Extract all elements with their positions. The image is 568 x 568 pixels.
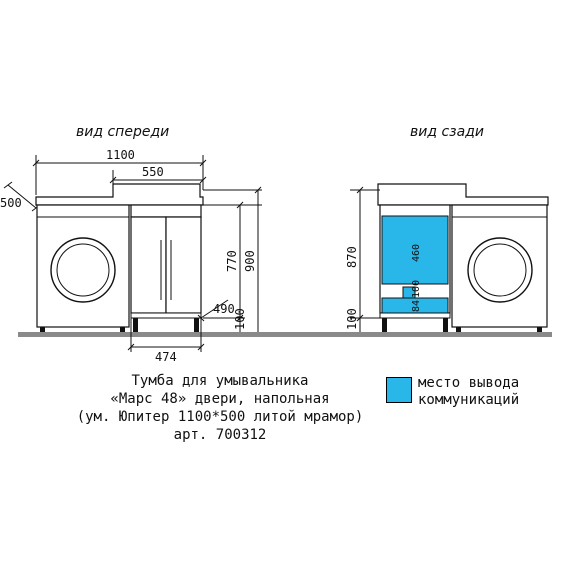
dim-550-label: 550 (142, 165, 164, 179)
front-cabinet-door-right (165, 216, 202, 314)
front-cabinet-top (130, 204, 202, 218)
dim-100-small-label: 100 (411, 280, 422, 298)
front-washer-glass (56, 243, 110, 297)
dim-474-label: 474 (155, 350, 177, 364)
caption-line-2: «Марс 48» двери, напольная (110, 391, 330, 407)
back-worktop (377, 183, 549, 206)
back-washer-foot-right (537, 327, 542, 332)
front-worktop (35, 183, 204, 206)
dim-770-label: 770 (225, 250, 239, 272)
dim-100-front-label: 100 (233, 308, 247, 330)
caption-line-1: Тумба для умывальника (131, 373, 309, 389)
dim-84-label: 84 (411, 300, 422, 312)
back-washer-foot-left (456, 327, 461, 332)
front-leg-left (133, 318, 138, 332)
dim-474-lines (127, 318, 205, 352)
back-opening-small (402, 286, 416, 299)
front-washer-foot-left (40, 327, 45, 332)
back-opening-upper (381, 215, 449, 285)
dim-heights-front-lines (203, 186, 262, 332)
back-leg-right (443, 318, 448, 332)
legend-line-1: место вывода (418, 375, 520, 391)
caption-line-3: (ум. Юпитер 1100*500 литой мрамор) (76, 409, 364, 425)
back-washer-glass (473, 243, 527, 297)
back-cabinet-plinth (379, 312, 451, 319)
dim-1100-label: 1100 (106, 148, 135, 162)
dim-490-label: 490 (213, 302, 235, 316)
dim-heights-back-lines (350, 186, 380, 332)
front-leg-right (194, 318, 199, 332)
legend-line-2: коммуникаций (418, 392, 520, 408)
caption-line-4: арт. 700312 (173, 427, 267, 443)
dim-500-label: 500 (0, 196, 22, 210)
dim-550-lines (109, 170, 207, 185)
product-caption: Тумба для умывальника «Марс 48» двери, н… (0, 372, 440, 444)
front-washer-foot-right (120, 327, 125, 332)
front-cabinet-plinth (130, 312, 202, 319)
dim-870-label: 870 (345, 246, 359, 268)
back-leg-left (382, 318, 387, 332)
dim-900-label: 900 (243, 250, 257, 272)
dim-460-label: 460 (411, 244, 422, 262)
front-view-title: вид спереди (76, 124, 169, 140)
floor (18, 332, 552, 337)
legend-swatch (386, 377, 412, 403)
legend-text: место вывода коммуникаций (418, 375, 519, 409)
dim-100-back-label: 100 (345, 308, 359, 330)
back-view-title: вид сзади (410, 124, 484, 140)
